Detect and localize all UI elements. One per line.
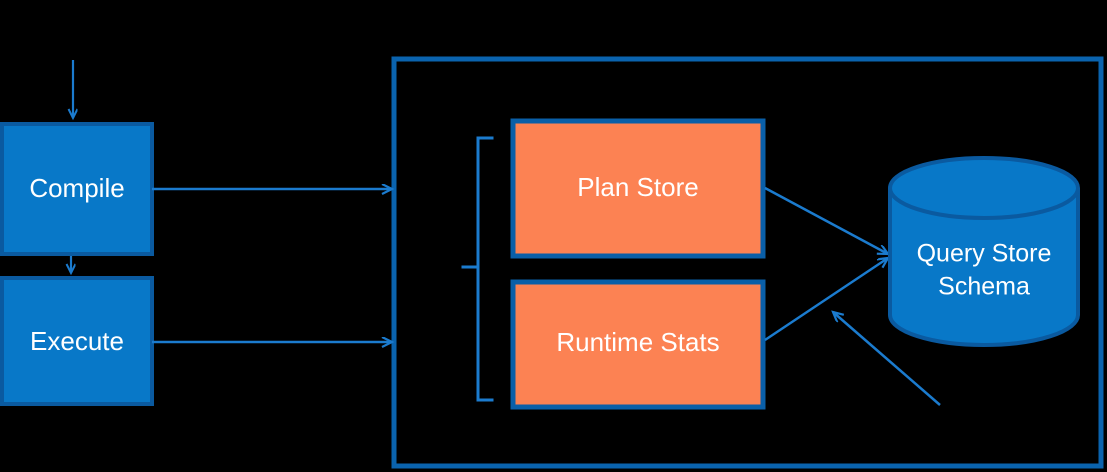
external-to-schema-connector [833, 312, 941, 406]
runtime-stats-to-schema-connector [764, 258, 888, 342]
query-store-boundary-frame [391, 56, 1104, 469]
plan-store-to-schema-connector [764, 186, 888, 254]
compile-box[interactable]: Compile [0, 122, 154, 256]
runtime-stats-box[interactable]: Runtime Stats [510, 279, 766, 410]
query-store-schema-cylinder[interactable]: Query Store Schema [888, 156, 1080, 347]
store-group-brace [461, 136, 494, 402]
plan-store-box[interactable]: Plan Store [510, 118, 766, 259]
execute-box[interactable]: Execute [0, 276, 154, 406]
